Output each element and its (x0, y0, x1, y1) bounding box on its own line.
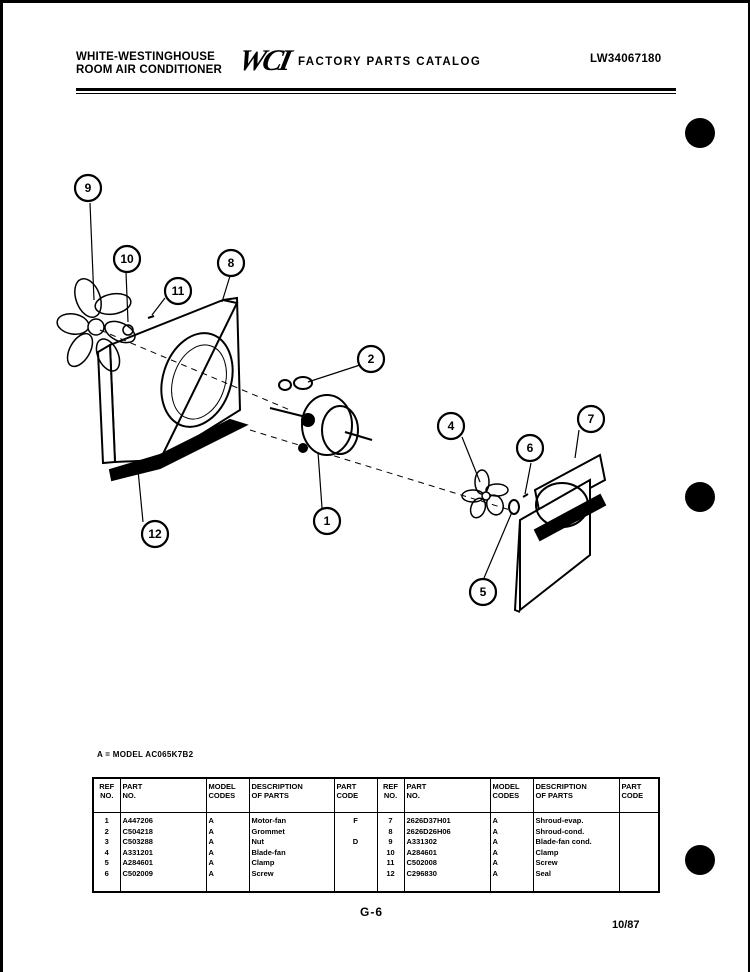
binder-hole-bottom (685, 845, 715, 875)
grommet-small (122, 324, 134, 336)
callout-1 (312, 506, 342, 536)
grommet (278, 379, 292, 391)
col-right-code (618, 812, 659, 892)
header-rule-thick (76, 88, 676, 91)
condenser-fan-blade (56, 278, 136, 372)
callout-10 (112, 244, 142, 274)
callout-5 (468, 577, 498, 607)
brand-line-2: ROOM AIR CONDITIONER (76, 64, 223, 76)
clamp (508, 499, 520, 515)
callout-label-9: 9 (85, 181, 92, 195)
nut (293, 376, 313, 390)
callout-label-7: 7 (588, 412, 595, 426)
callout-label-11: 11 (172, 284, 185, 298)
callout-2 (356, 344, 386, 374)
callout-8 (216, 248, 246, 278)
callout-4 (436, 411, 466, 441)
callout-label-1: 1 (324, 514, 331, 528)
page-number: G-6 (360, 905, 384, 919)
header-rule-thin (76, 93, 676, 94)
condenser-shroud (96, 296, 249, 482)
evaporator-shroud (513, 453, 607, 613)
callout-label-4: 4 (448, 419, 455, 433)
screw (522, 493, 529, 498)
publication-date: 10/87 (612, 919, 640, 931)
callout-label-10: 10 (120, 252, 134, 266)
callout-label-12: 12 (148, 527, 162, 541)
brand-line-1: WHITE-WESTINGHOUSE (76, 51, 216, 63)
callout-label-6: 6 (527, 441, 534, 455)
callout-6 (515, 433, 545, 463)
binder-hole-top (685, 118, 715, 148)
callout-7 (576, 404, 606, 434)
brand-block: WHITE-WESTINGHOUSE ROOM AIR CONDITIONER (76, 51, 222, 77)
callout-11 (163, 276, 193, 306)
evaporator-fan-blade (461, 469, 509, 519)
catalog-title: FACTORY PARTS CATALOG (298, 56, 482, 68)
fan-motor (269, 394, 373, 456)
callout-label-5: 5 (480, 585, 487, 599)
binder-hole-middle (685, 482, 715, 512)
callout-12 (140, 519, 170, 549)
catalog-code: LW34067180 (590, 53, 662, 65)
callout-label-2: 2 (368, 352, 375, 366)
exploded-parts-diagram: 9 10 11 8 2 1 12 4 6 5 7 (56, 173, 607, 613)
callout-label-8: 8 (228, 256, 235, 270)
callout-9 (73, 173, 103, 203)
model-note: A = MODEL AC065K7B2 (97, 750, 194, 759)
col-right-desc: Shroud-evap.Shroud-cond.Blade-fan cond.C… (532, 812, 619, 892)
